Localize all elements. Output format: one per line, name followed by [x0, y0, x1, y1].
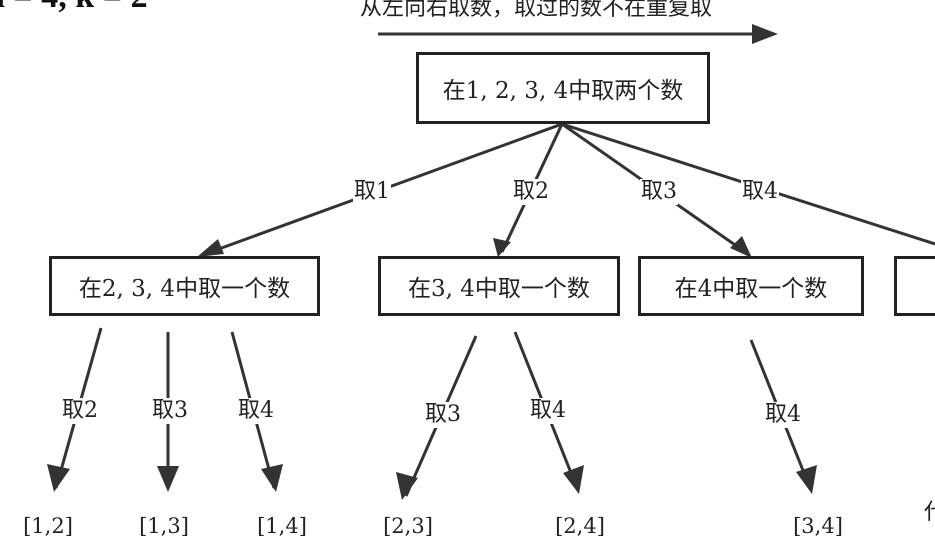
- arrowhead-node2: [493, 238, 511, 257]
- arrowhead-leaf4: [396, 472, 418, 500]
- leaf-result-2: [1,3]: [139, 514, 189, 538]
- node-level1-4: [894, 256, 935, 316]
- leaf-result-3: [1,4]: [257, 514, 307, 538]
- edge-label-take4: 取4: [741, 179, 779, 205]
- corner-text: 代: [924, 494, 935, 526]
- edge-label-leaf5: 取4: [529, 398, 567, 424]
- arrowhead-node3: [730, 236, 752, 258]
- tree-edges: [47, 24, 935, 500]
- edge-label-leaf2: 取3: [151, 398, 189, 424]
- arrowhead-leaf3: [261, 464, 283, 492]
- edge-label-leaf1: 取2: [61, 398, 99, 424]
- arrowhead-leaf5: [563, 465, 584, 494]
- leaf-result-5: [2,4]: [555, 514, 605, 538]
- diagram-title: n = 4, k = 2: [0, 0, 148, 16]
- node-level1-3: 在4中取一个数: [638, 256, 864, 316]
- leaf-result-6: [3,4]: [793, 514, 843, 538]
- edge-label-take3: 取3: [640, 179, 678, 205]
- root-node: 在1, 2, 3, 4中取两个数: [416, 52, 710, 124]
- edge-label-leaf3: 取4: [237, 398, 275, 424]
- edge-label-leaf4: 取3: [424, 402, 462, 428]
- leaf-result-4: [2,3]: [383, 514, 433, 538]
- arrowhead-leaf6: [796, 465, 817, 494]
- edge-label-take1: 取1: [353, 179, 391, 205]
- node-level1-1: 在2, 3, 4中取一个数: [49, 256, 320, 316]
- edge-label-take2: 取2: [512, 179, 550, 205]
- leaf-result-1: [1,2]: [23, 514, 73, 538]
- arrowhead-leaf2: [157, 466, 179, 492]
- edge-label-leaf6: 取4: [764, 402, 802, 428]
- node-level1-2: 在3, 4中取一个数: [378, 256, 620, 316]
- direction-arrowhead: [752, 24, 778, 44]
- arrowhead-node1: [197, 239, 224, 257]
- diagram-caption: 从左向右取数，取过的数不在重复取: [360, 0, 713, 21]
- arrowhead-leaf1: [47, 464, 70, 492]
